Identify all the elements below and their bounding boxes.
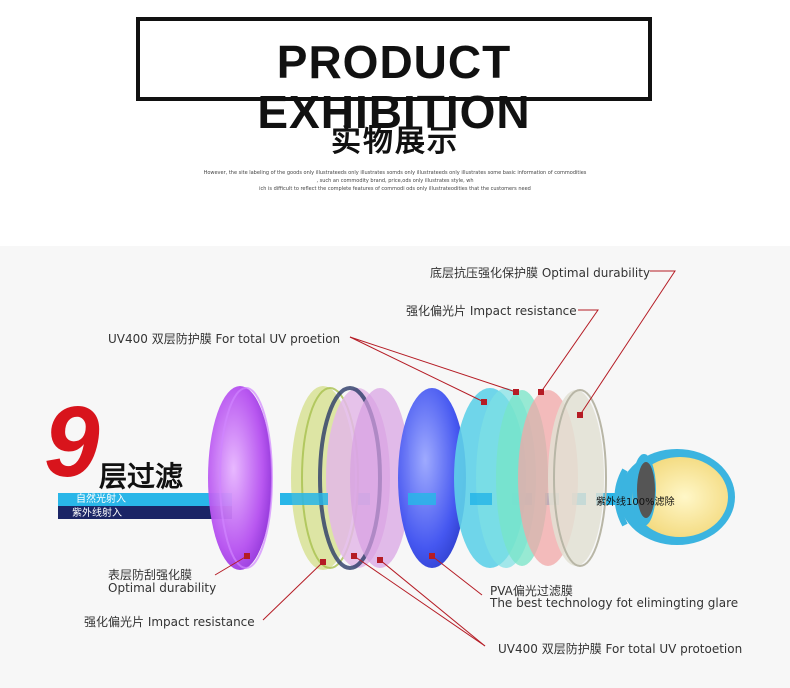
description-line-3: ich is difficult to reflect the complete… xyxy=(259,186,531,192)
callout-impact-top: 强化偏光片 Impact resistance xyxy=(406,304,577,318)
callout-pva-cn: PVA偏光过滤膜 xyxy=(490,584,573,598)
lens-uv400-outer xyxy=(350,388,410,568)
callout-uv400-top: UV400 双层防护膜 For total UV proetion xyxy=(108,332,341,346)
eye-icon xyxy=(614,449,735,545)
uv-light-label: 紫外线射入 xyxy=(72,508,122,519)
callout-pva-en: The best technology fot elimingting glar… xyxy=(490,596,739,610)
page-title: PRODUCT EXHIBITION xyxy=(257,36,531,138)
chinese-subtitle: 实物展示 xyxy=(331,124,459,159)
callout-scratch-en: Optimal durability xyxy=(108,581,217,595)
natural-light-label: 自然光射入 xyxy=(76,494,126,505)
description-line-1: However, the site labeling of the goods … xyxy=(203,170,587,176)
uv-light-ray xyxy=(58,506,232,519)
description-line-2: , such an commodity brand, price,ods onl… xyxy=(316,178,474,184)
lens-pva-polarizing xyxy=(398,388,466,568)
title-box: PRODUCT EXHIBITION xyxy=(136,17,652,137)
uv-filtered-label: 紫外线100%滤除 xyxy=(596,497,675,508)
callout-scratch-cn: 表层防刮强化膜 xyxy=(108,568,193,582)
natural-light-ray xyxy=(58,493,232,506)
callout-uv400-bottom: UV400 双层防护膜 For total UV protoetion xyxy=(498,642,743,656)
layer-count-number: 9 xyxy=(44,386,100,498)
callout-bottom-protective: 底层抗压强化保护膜 Optimal durability xyxy=(430,266,651,280)
callout-impact-bottom: 强化偏光片 Impact resistance xyxy=(84,615,255,629)
lens-bottom-protective xyxy=(548,390,604,566)
layer-count-label: 层过滤 xyxy=(99,460,184,493)
lens-scratch-resistant xyxy=(208,386,272,570)
